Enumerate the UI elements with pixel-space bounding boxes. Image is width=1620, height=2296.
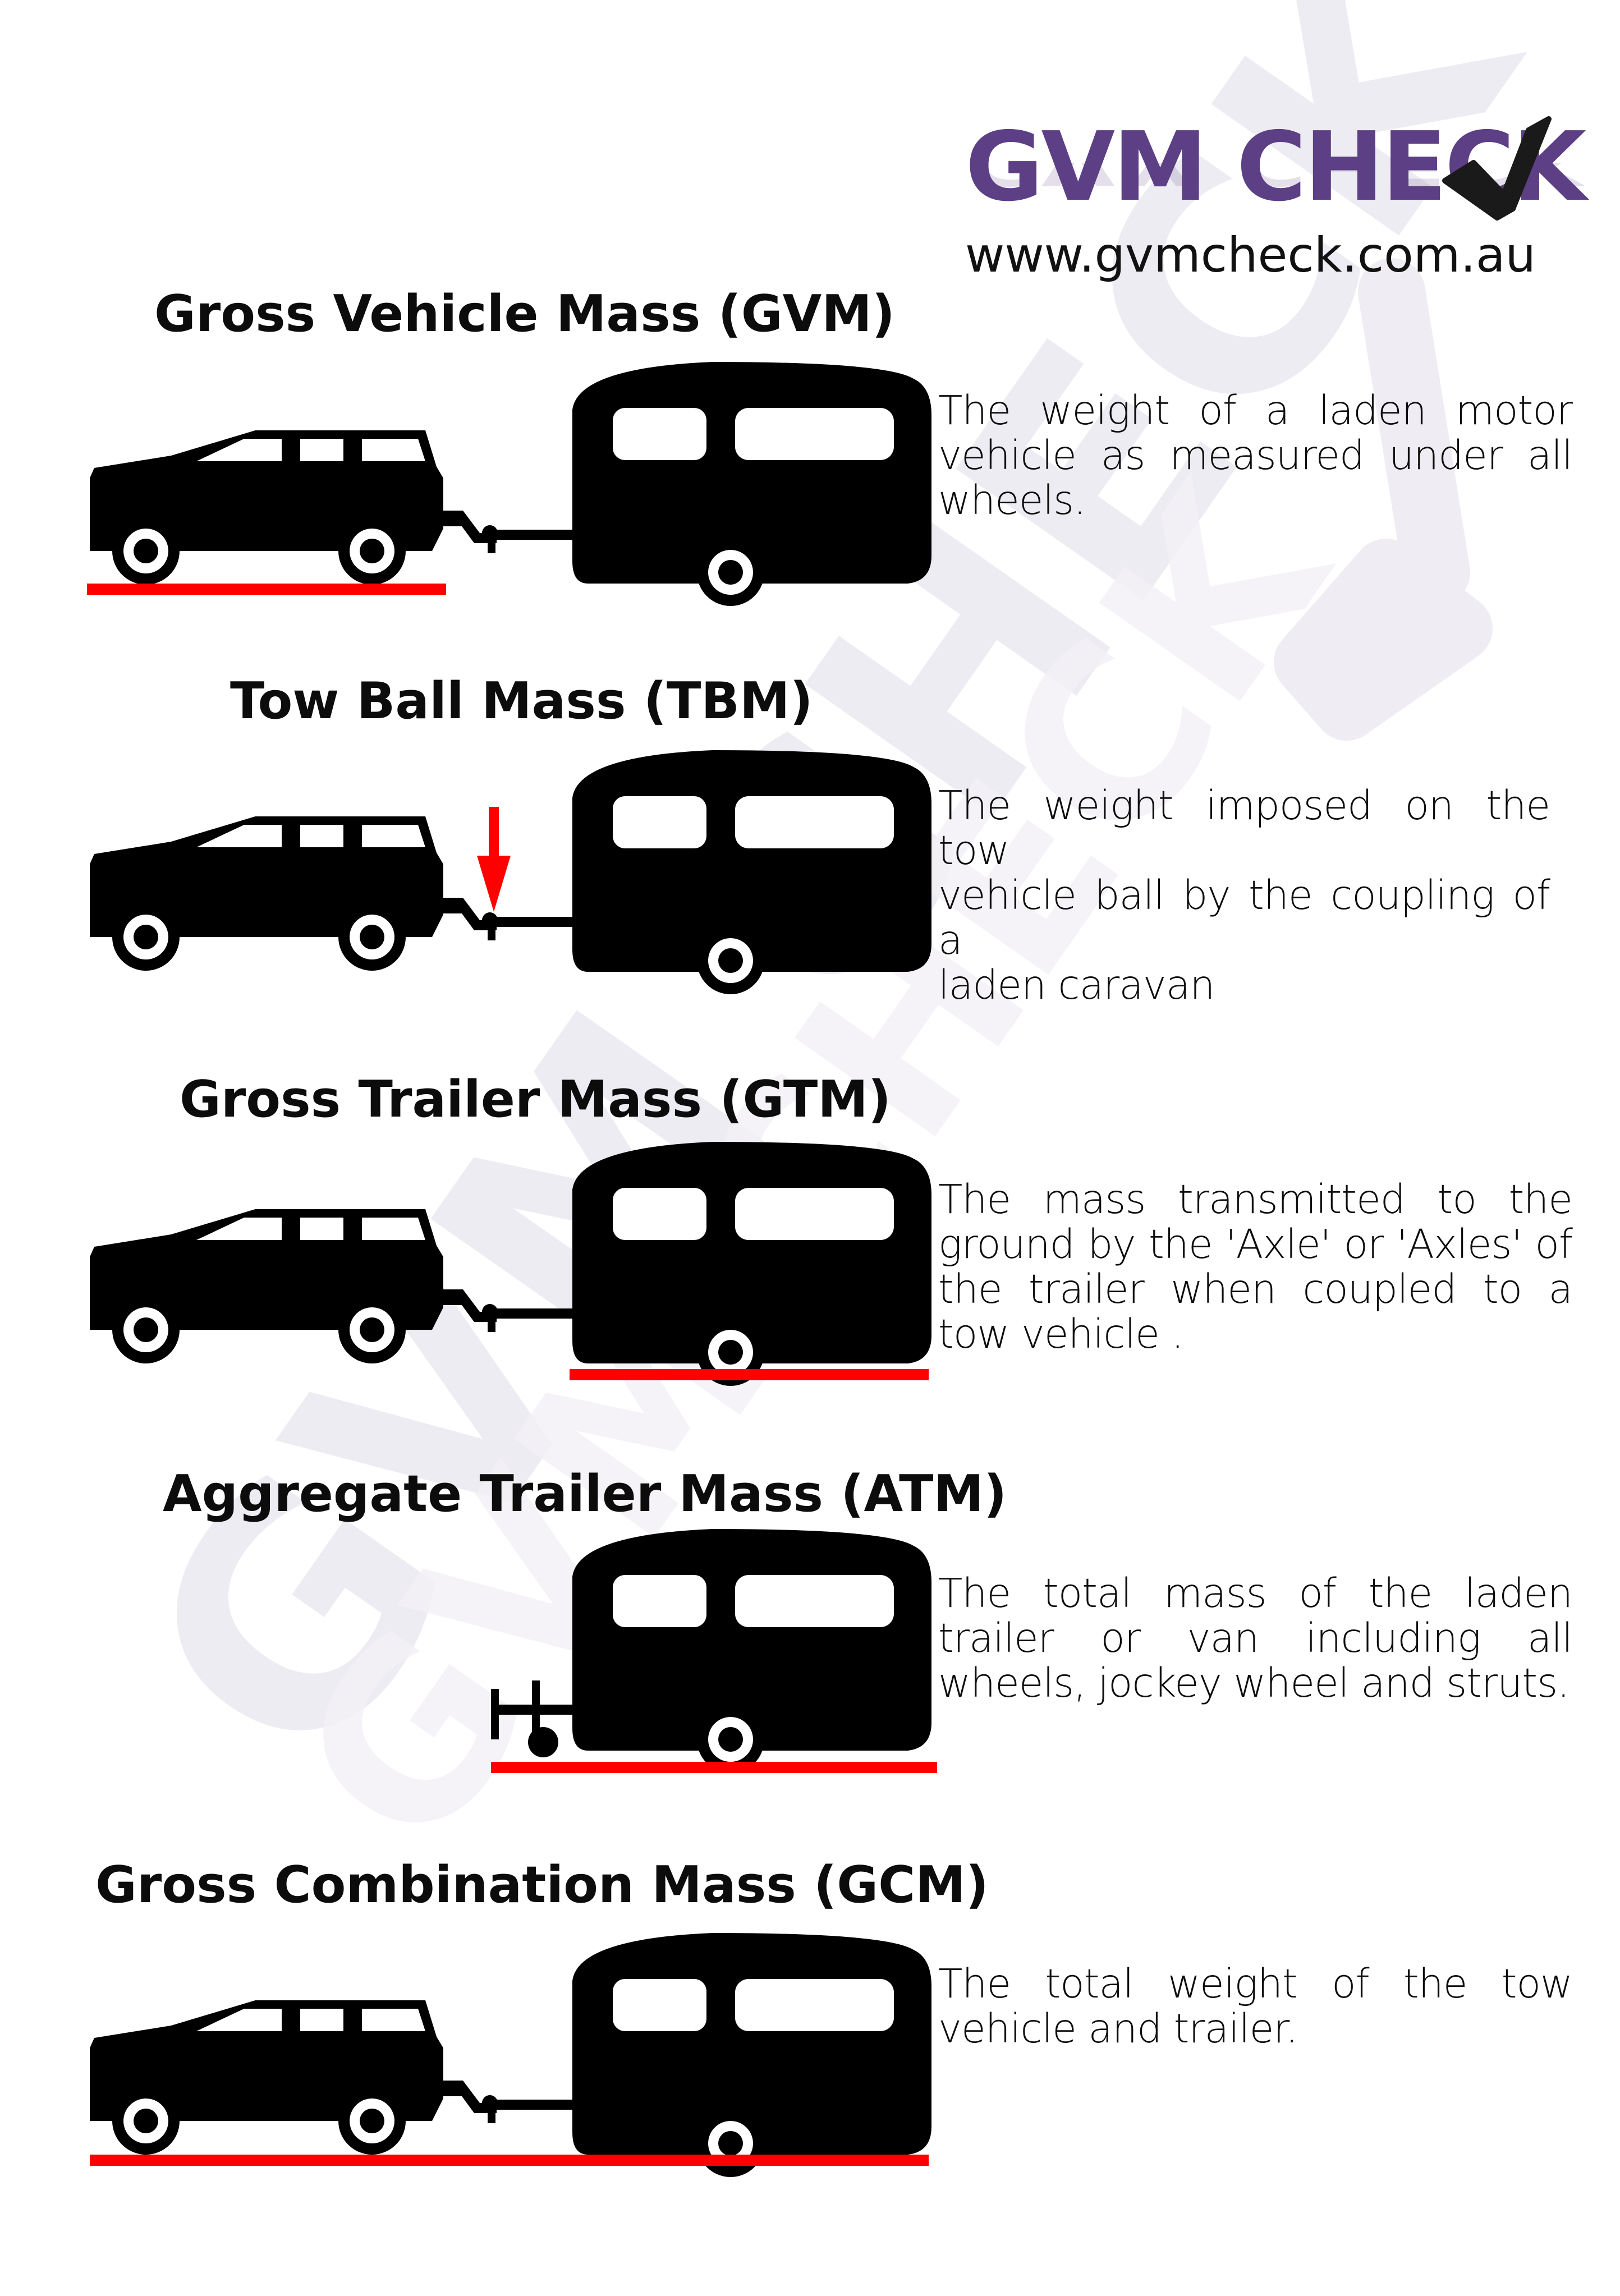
caravan-icon <box>572 750 931 994</box>
description-line: The weight of a laden motor <box>938 387 1573 434</box>
section-description-atm: The total mass of the laden trailer or v… <box>938 1570 1573 1706</box>
description-line: ground by the 'Axle' or 'Axles' of <box>938 1221 1573 1268</box>
atm-ground-highlight <box>491 1762 937 1773</box>
logo-url: www.gvmcheck.com.au <box>965 227 1536 283</box>
description-line: trailer or van including all <box>938 1615 1573 1661</box>
down-arrow-icon <box>477 807 511 912</box>
section-description-tbm: The weight imposed on the tow vehicle ba… <box>938 783 1550 1008</box>
tow-hitch-icon <box>440 898 578 940</box>
caravan-icon <box>572 1933 931 2177</box>
gtm-diagram <box>90 1142 931 1386</box>
description-line: wheels. <box>938 477 1086 524</box>
description-line: laden caravan <box>938 962 1215 1008</box>
caravan-icon <box>572 1142 931 1386</box>
gcm-ground-highlight <box>90 2155 929 2166</box>
tow-hitch-icon <box>440 1289 578 1332</box>
atm-diagram <box>491 1529 937 1773</box>
section-description-gvm: The weight of a laden motor vehicle as m… <box>938 387 1573 524</box>
description-line: The weight imposed on the tow <box>938 782 1550 874</box>
section-description-gtm: The mass transmitted to the ground by th… <box>938 1176 1573 1357</box>
gvm-ground-highlight <box>87 584 446 595</box>
description-line: wheels, jockey wheel and struts. <box>938 1660 1570 1706</box>
description-line: vehicle and trailer. <box>938 2005 1298 2052</box>
description-line: vehicle as measured under all <box>938 432 1573 479</box>
section-description-gcm: The total weight of the tow vehicle and … <box>938 1960 1573 2052</box>
description-line: the trailer when coupled to a <box>938 1266 1573 1312</box>
gvm-diagram <box>87 362 931 606</box>
caravan-icon <box>572 1529 931 1773</box>
section-title-gcm: Gross Combination Mass (GCM) <box>95 1856 989 1914</box>
caravan-icon <box>572 362 931 606</box>
section-title-atm: Aggregate Trailer Mass (ATM) <box>163 1464 1007 1523</box>
section-title-tbm: Tow Ball Mass (TBM) <box>230 672 813 731</box>
tbm-diagram <box>90 750 931 994</box>
jockey-wheel-icon <box>491 1680 574 1757</box>
tow-vehicle-icon <box>90 430 443 585</box>
description-line: The total weight of the tow <box>938 1960 1573 2007</box>
gtm-ground-highlight <box>570 1369 929 1380</box>
description-line: tow vehicle . <box>938 1311 1184 1357</box>
tow-hitch-icon <box>440 2081 578 2123</box>
watermark-check-icon <box>1274 258 1493 741</box>
tow-hitch-icon <box>440 511 578 553</box>
tow-vehicle-icon <box>90 2000 443 2155</box>
description-line: The mass transmitted to the <box>938 1176 1573 1223</box>
description-line: vehicle ball by the coupling of a <box>938 872 1550 963</box>
gcm-diagram <box>90 1933 931 2177</box>
description-line: The total mass of the laden <box>938 1570 1573 1617</box>
section-title-gtm: Gross Trailer Mass (GTM) <box>180 1070 891 1129</box>
tow-vehicle-icon <box>90 1209 443 1363</box>
section-title-gvm: Gross Vehicle Mass (GVM) <box>154 284 895 343</box>
tow-vehicle-icon <box>90 816 443 971</box>
